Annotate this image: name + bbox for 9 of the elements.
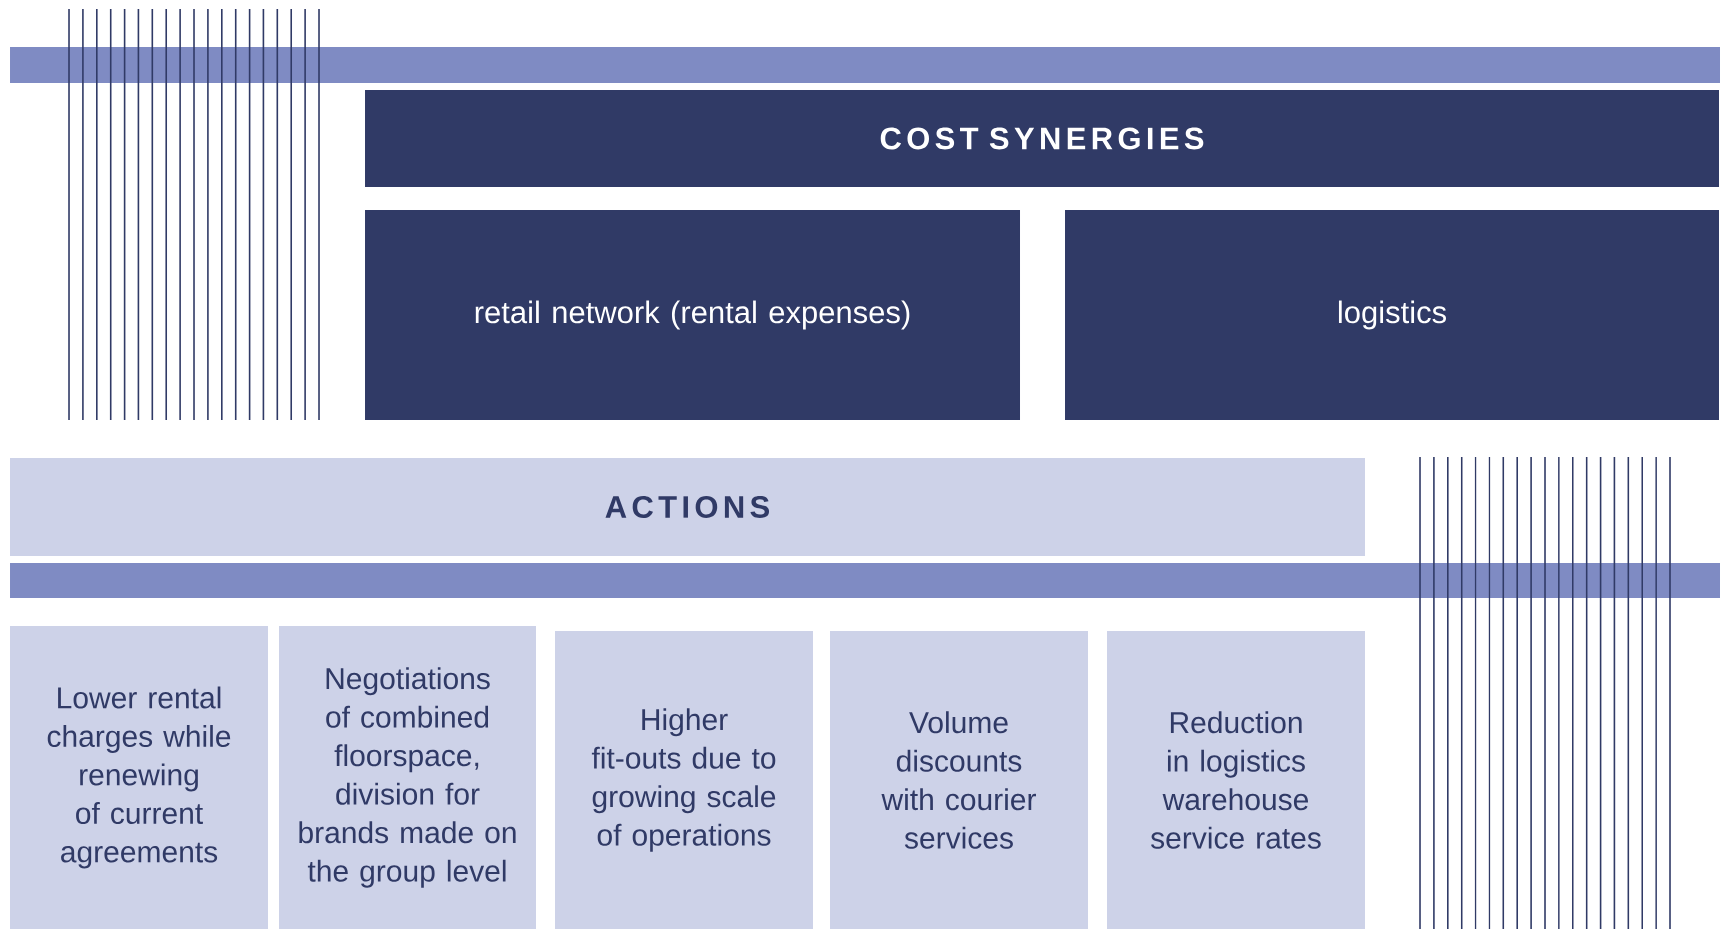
heading-banner: ACTIONS: [10, 458, 1365, 556]
action-box: Reduction in logistics warehouse service rates: [1107, 631, 1365, 929]
action-box: Volume discounts with courier services: [830, 631, 1088, 929]
action-box: Negotiations of combined floorspace, division for brands made on the group level: [279, 626, 536, 929]
category-box: retail network (rental expenses): [365, 210, 1020, 420]
action-box: Lower rental charges while renewing of current agreements: [10, 626, 268, 929]
heading-banner: COST SYNERGIES: [365, 90, 1719, 187]
action-box: Higher fit-outs due to growing scale of operations: [555, 631, 813, 929]
category-box: logistics: [1065, 210, 1719, 420]
